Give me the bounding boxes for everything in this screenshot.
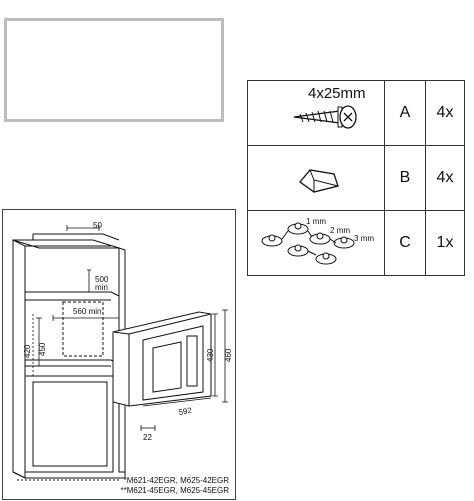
height-420-label: 420 [23,344,32,358]
part-c-picture: 1 mm 2 mm 3 mm [247,210,385,276]
part-b-qty: 4x [425,145,465,211]
installation-diagram: 50 500 min 560 min 420 450 430 460 592 2… [2,209,236,500]
gap-min-label: min [95,283,108,292]
part-a-picture: 4x25mm [247,80,385,146]
depth-50-label: 50 [93,221,102,230]
height-450-label: 450 [38,342,47,356]
spacer-3mm-label: 3 mm [354,234,374,243]
oven-height-430-label: 430 [206,348,215,362]
oven-depth-22-label: 22 [143,433,152,442]
model-note-2: **M621-45EGR, M625-45EGR [120,486,230,495]
table-row: B 4x [247,145,465,211]
screw-icon [293,105,357,129]
part-a-qty: 4x [425,80,465,146]
part-b-letter: B [384,145,426,211]
part-a-letter: A [384,80,426,146]
part-b-picture [247,145,385,211]
spacer-pads-icon: 1 mm 2 mm 3 mm [261,217,374,265]
blank-label-box [4,18,224,122]
oven-width-592-label: 592 [178,406,193,417]
wedge-icon [299,169,339,193]
part-c-letter: C [384,210,426,276]
table-row: 4x25mm A 4x [247,80,465,146]
screw-size-label: 4x25mm [308,85,366,102]
spacer-2mm-label: 2 mm [330,226,350,235]
model-note-1: *M621-42EGR, M625-42EGR [123,476,229,485]
cabinet-drawing: 50 500 min 560 min 420 450 430 460 592 2… [12,221,233,481]
table-row: 1 mm 2 mm 3 mm C 1x [247,210,465,276]
spacer-1mm-label: 1 mm [306,217,326,226]
width-560-label: 560 min [73,307,101,316]
gap-500-label: 500 [95,275,109,284]
part-c-qty: 1x [425,210,465,276]
oven-height-460-label: 460 [224,348,233,362]
parts-table: 4x25mm A 4x B 4x [247,80,465,276]
